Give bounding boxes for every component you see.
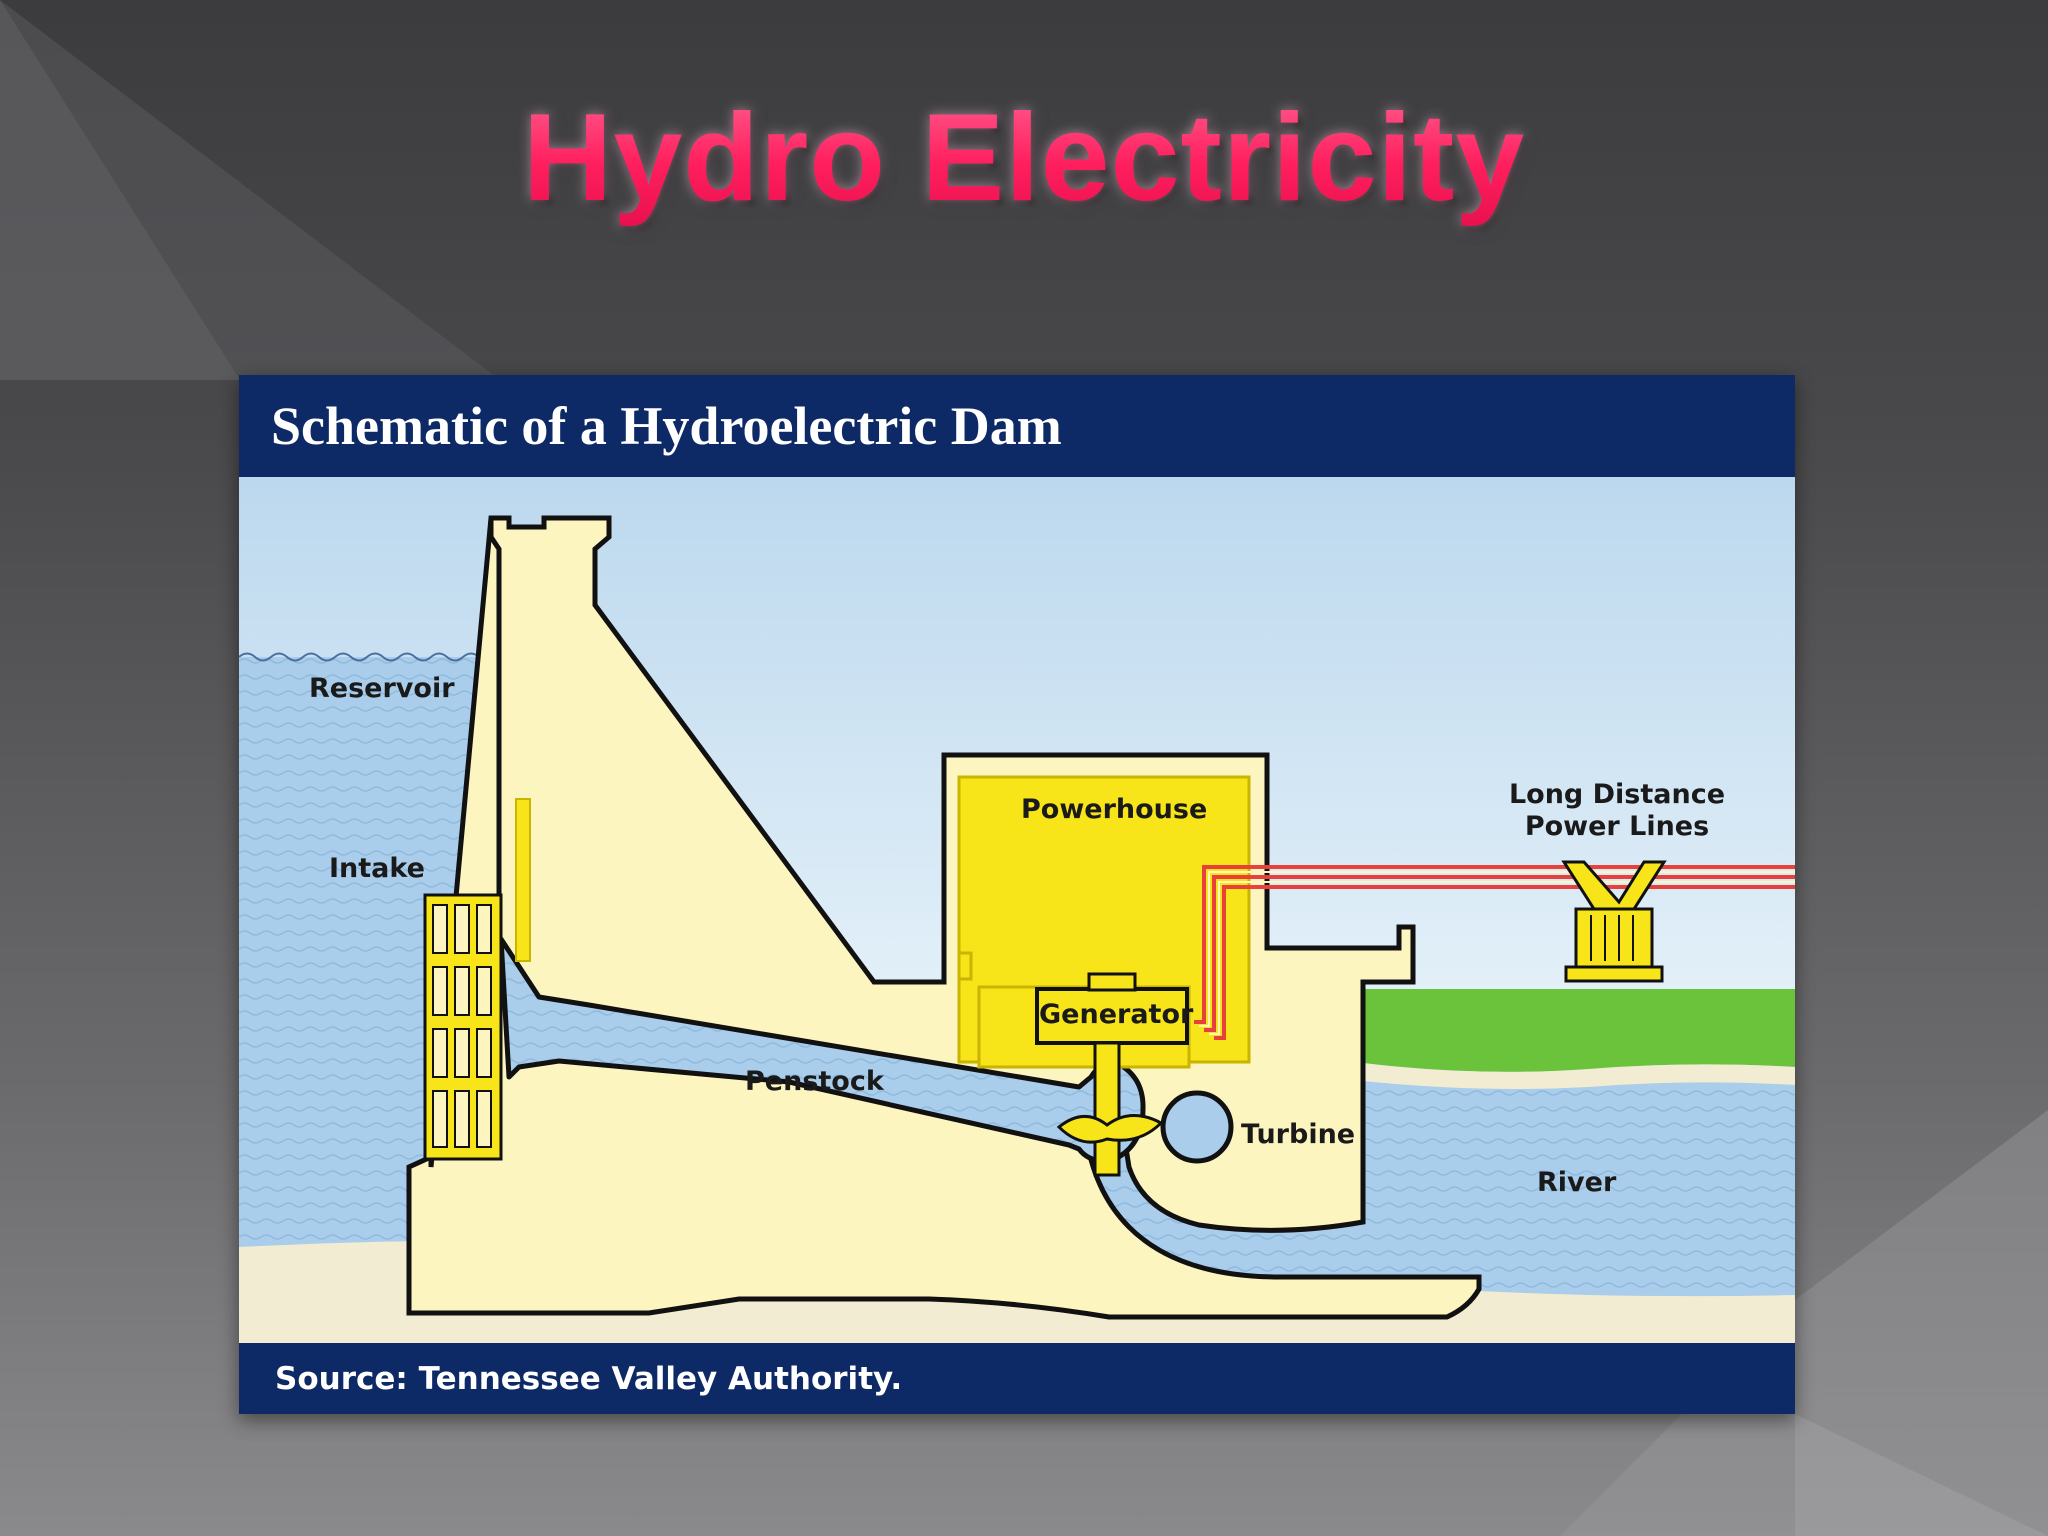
dam-upstream-face <box>488 518 502 895</box>
power-cables-highlight <box>1199 871 1795 1035</box>
label-intake: Intake <box>329 853 425 884</box>
figure-source: Source: Tennessee Valley Authority. <box>275 1361 903 1397</box>
generator-cap <box>1087 972 1137 992</box>
intake-trash-rack <box>423 893 503 1161</box>
label-power-lines-line1: Long Distance <box>1509 779 1725 810</box>
transformer-tower-icon <box>1561 860 1667 983</box>
powerhouse-building <box>957 775 1251 1069</box>
power-cables <box>1194 865 1795 1040</box>
turbine-scroll-case <box>1160 1090 1234 1164</box>
label-river: River <box>1537 1167 1617 1198</box>
label-turbine: Turbine <box>1241 1119 1355 1150</box>
reservoir-surface <box>239 652 512 662</box>
label-generator: Generator <box>1039 999 1194 1030</box>
dam-schematic-figure: Schematic of a Hydroelectric Dam <box>239 375 1795 1414</box>
intake-gate-slot <box>515 798 531 962</box>
figure-footer-band: Source: Tennessee Valley Authority. <box>239 1343 1795 1414</box>
tailrace-water <box>1084 1117 1479 1277</box>
river-bank-edge <box>1363 1063 1795 1089</box>
label-powerhouse: Powerhouse <box>1021 794 1207 825</box>
label-power-lines-line2: Power Lines <box>1525 811 1709 842</box>
figure-header-band: Schematic of a Hydroelectric Dam <box>239 375 1795 477</box>
dam-diagram: Reservoir Intake Powerhouse Generator Pe… <box>239 477 1795 1343</box>
river-bank <box>1363 989 1795 1072</box>
turbine-shaft <box>1093 1041 1121 1177</box>
turbine-runner-icon <box>1056 1114 1164 1144</box>
figure-title: Schematic of a Hydroelectric Dam <box>271 396 1062 456</box>
slide-title: Hydro Electricity <box>0 88 2048 228</box>
label-penstock: Penstock <box>745 1066 885 1097</box>
label-reservoir: Reservoir <box>309 673 455 704</box>
